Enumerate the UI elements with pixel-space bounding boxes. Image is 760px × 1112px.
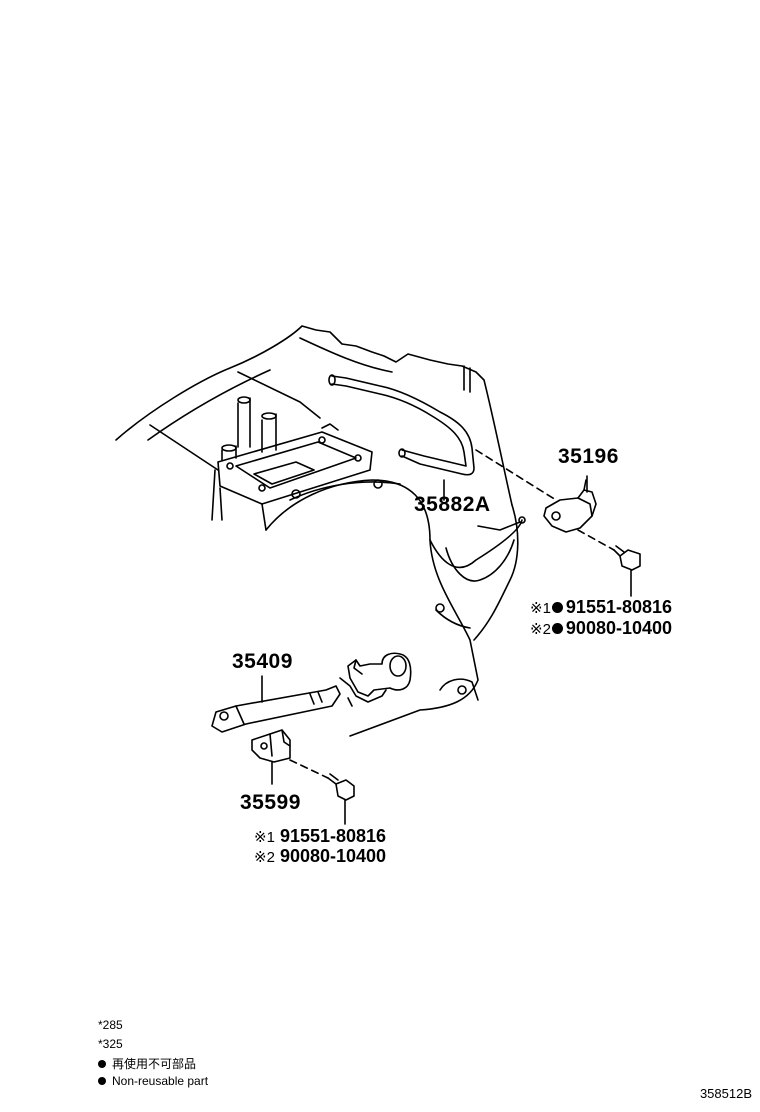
part-label-35882a: 35882A — [414, 493, 491, 516]
top-bolt — [613, 545, 641, 597]
diagram-code: 358512B — [699, 1086, 752, 1101]
legend-star2: *325 — [98, 1037, 123, 1051]
bottom-bolt — [327, 773, 355, 825]
non-reusable-dot-icon — [551, 623, 563, 634]
ref-number: 90080-10400 — [279, 846, 387, 866]
transmission-case — [115, 325, 513, 531]
bracket-35599 — [251, 729, 291, 785]
bell-housing — [265, 479, 526, 737]
release-bearing — [339, 652, 412, 707]
ref-number: 91551-80816 — [565, 597, 673, 617]
part-label-35599: 35599 — [240, 791, 301, 814]
legend-nonreusable-en: Non-reusable part — [98, 1075, 208, 1087]
assembly-lines-top — [475, 449, 615, 551]
ref-mark: ※2 — [254, 849, 275, 866]
ref-mark: ※1 — [254, 829, 275, 846]
ref-number: 90080-10400 — [565, 618, 673, 638]
legend-nonreusable-ja: 再使用不可部品 — [98, 1058, 196, 1070]
ref-number: 91551-80816 — [279, 826, 387, 846]
breather-hose-35882a — [328, 365, 475, 501]
assembly-lines-bottom — [289, 759, 329, 779]
part-label-35196: 35196 — [558, 445, 619, 468]
ref-mark: ※2 — [530, 621, 551, 638]
legend-text: 再使用不可部品 — [112, 1057, 197, 1071]
clamp-35196 — [543, 475, 597, 533]
bolt-ref-bottom-line2: ※2 90080-10400 — [254, 847, 386, 865]
legend-text: Non-reusable part — [112, 1074, 209, 1088]
ref-mark: ※1 — [530, 600, 551, 617]
non-reusable-dot-icon — [98, 1060, 106, 1068]
part-label-35409: 35409 — [232, 650, 293, 673]
bolt-ref-top-line1: ※1 91551-80816 — [530, 598, 672, 616]
bolt-ref-top-line2: ※2 90080-10400 — [530, 619, 672, 637]
release-fork-35409 — [211, 675, 341, 733]
bolt-ref-bottom-line1: ※1 91551-80816 — [254, 827, 386, 845]
non-reusable-dot-icon — [551, 602, 563, 613]
non-reusable-dot-icon — [98, 1077, 106, 1085]
legend-star1: *285 — [98, 1018, 123, 1032]
